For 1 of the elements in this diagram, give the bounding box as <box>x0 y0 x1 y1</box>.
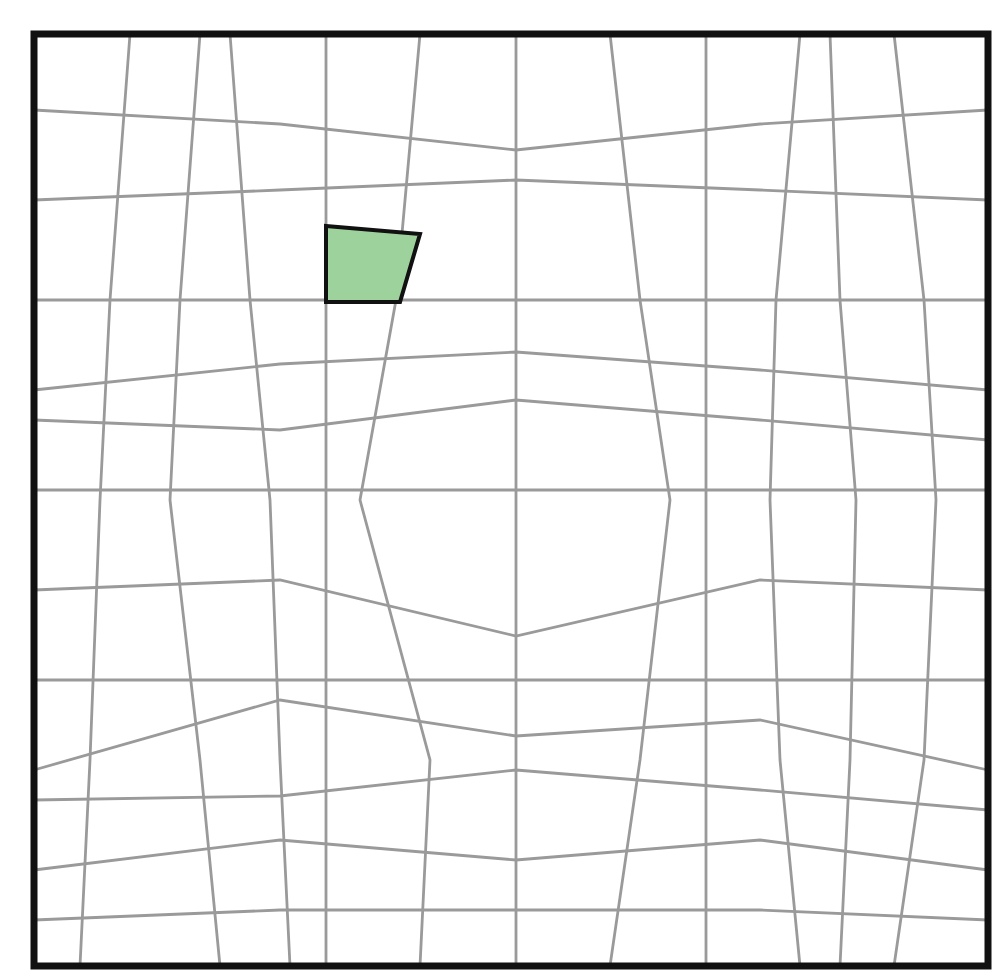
highlighted-cell <box>324 223 423 304</box>
